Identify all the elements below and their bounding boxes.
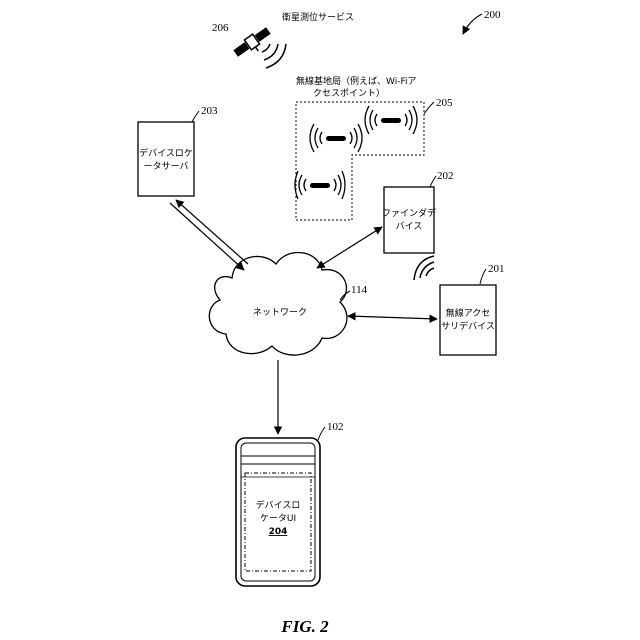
accessory-box: [440, 285, 496, 355]
server-ref-leader: [192, 111, 199, 122]
server-ref: 203: [201, 105, 218, 117]
figure-caption: FIG. 2: [280, 617, 329, 636]
accessory-network-link: [348, 316, 437, 319]
figure-ref-arrow: [463, 14, 482, 34]
satellite-signal-2: [264, 44, 278, 60]
device-ref: 102: [327, 421, 344, 433]
wifi-label-line1: 無線基地局（例えば、Wi-Fiア: [296, 75, 416, 87]
access-point-icon: [310, 124, 362, 152]
finder-label-line1: ファインダデ: [382, 207, 436, 219]
device-label-line2: ケータUI: [260, 513, 296, 524]
device-status-bar: [241, 456, 315, 464]
accessory-label-line1: 無線アクセ: [446, 307, 491, 319]
finder-box: [384, 187, 434, 253]
access-point-icon: [365, 106, 417, 134]
accessory-signal-icon: [414, 256, 434, 280]
satellite-icon: [232, 26, 275, 63]
finder-network-link: [317, 227, 382, 268]
satellite-signal-1: [262, 44, 270, 52]
wifi-label-line2: クセスポイント）: [313, 88, 385, 99]
finder-ref: 202: [437, 170, 454, 182]
server-network-link: [170, 200, 248, 270]
wifi-ref: 205: [436, 97, 453, 109]
satellite-ref: 206: [212, 22, 229, 34]
network-ref: 114: [351, 284, 368, 296]
wifi-ref-leader: [424, 102, 434, 114]
figure-ref: 200: [484, 9, 501, 21]
server-box: [138, 122, 194, 196]
device-ui-ref: 204: [269, 527, 288, 537]
finder-ref-leader: [430, 176, 436, 187]
access-point-icon: [295, 171, 345, 199]
accessory-ref: 201: [488, 263, 505, 275]
network-cloud: [209, 253, 347, 356]
server-label-line2: ータサーバ: [144, 161, 189, 172]
finder-label-line2: バイス: [396, 221, 423, 232]
server-label-line1: デバイスロケ: [139, 147, 193, 159]
accessory-ref-leader: [480, 269, 486, 284]
device-ref-leader: [318, 427, 325, 440]
device-label-line1: デバイスロ: [256, 499, 301, 511]
network-label: ネットワーク: [253, 307, 307, 318]
accessory-label-line2: サリデバイス: [441, 320, 495, 332]
satellite-label: 衛星測位サービス: [282, 11, 354, 23]
